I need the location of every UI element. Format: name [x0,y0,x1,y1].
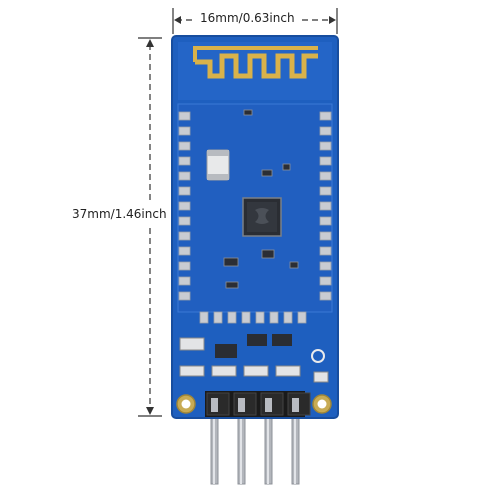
solder-pad [178,171,191,181]
antenna-trace [178,42,332,100]
pin-header-block [205,391,311,417]
height-dimension-label: 37mm/1.46inch [72,205,167,223]
width-dimension-line [172,8,338,34]
solder-pad [319,186,332,196]
regulator-components [179,334,329,383]
solder-pad [241,311,251,324]
side-pads-left [178,111,191,301]
solder-pad [319,291,332,301]
width-dimension-label: 16mm/0.63inch [196,11,299,25]
solder-pad [319,126,332,136]
solder-pad [319,156,332,166]
solder-pad [319,216,332,226]
solder-pad [269,311,279,324]
side-pads-right [319,111,332,301]
bottom-pads [199,311,307,324]
crystal-component [206,149,230,181]
solder-pad [319,246,332,256]
solder-pad [319,276,332,286]
solder-pad [178,246,191,256]
solder-pad [319,111,332,121]
mounting-holes [176,394,332,414]
solder-pad [178,231,191,241]
smd-components [223,109,299,289]
header-pins [210,409,300,485]
solder-pad [178,111,191,121]
solder-pad [319,141,332,151]
solder-pad [297,311,307,324]
solder-pad [178,186,191,196]
solder-pad [178,201,191,211]
main-chip [242,197,282,237]
solder-pad [178,216,191,226]
solder-pad [178,291,191,301]
solder-pad [319,201,332,211]
solder-pad [178,141,191,151]
solder-pad [255,311,265,324]
width-arrowheads [174,16,336,24]
height-dimension-line [138,37,162,417]
solder-pad [178,156,191,166]
height-arrowheads [146,39,154,415]
solder-pad [178,126,191,136]
solder-pad [319,171,332,181]
solder-pad [178,276,191,286]
solder-pad [213,311,223,324]
solder-pad [227,311,237,324]
solder-pad [319,261,332,271]
solder-pad [199,311,209,324]
solder-pad [178,261,191,271]
solder-pad [319,231,332,241]
solder-pad [283,311,293,324]
